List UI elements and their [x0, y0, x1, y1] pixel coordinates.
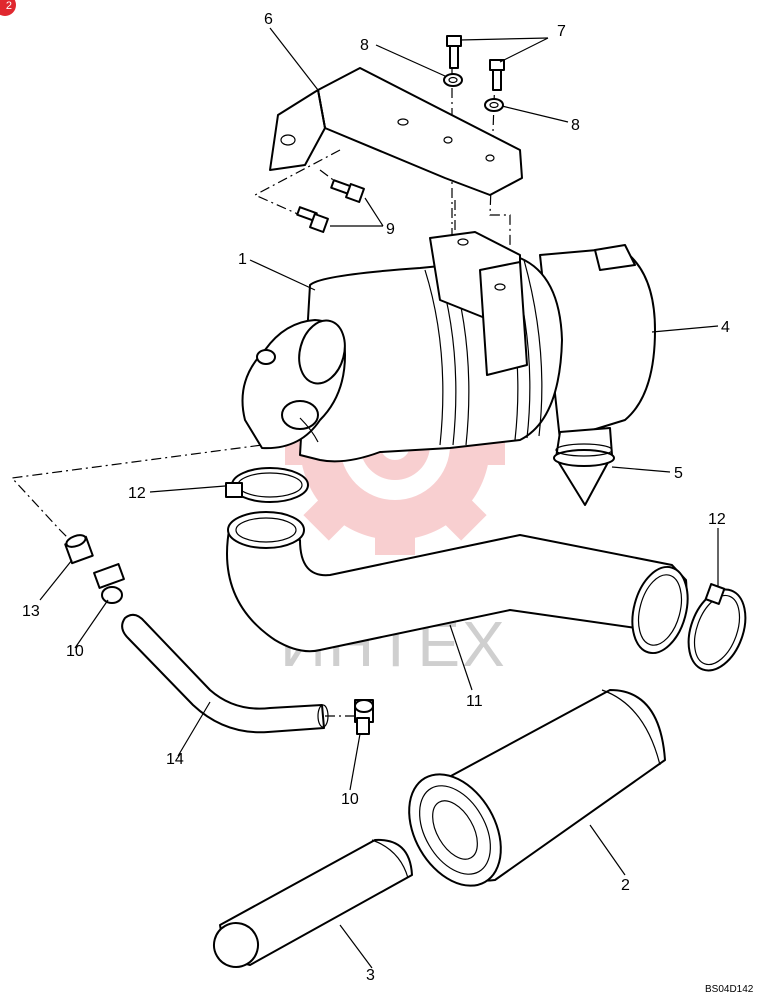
callout-6: 6	[264, 11, 273, 28]
hose-14	[121, 613, 329, 734]
clamp-10-lower	[354, 699, 374, 735]
callout-1: 1	[238, 251, 247, 268]
clamp-10-upper	[93, 563, 125, 604]
callout-11: 11	[466, 693, 483, 710]
screw-9-lower	[296, 206, 329, 233]
fitting-13	[64, 534, 94, 565]
inlet-hose	[226, 511, 689, 655]
drawing-code: BS04D142	[705, 984, 754, 995]
callout-2: 2	[621, 877, 630, 894]
callout-10-lower: 10	[341, 791, 359, 808]
air-cleaner-housing	[241, 231, 656, 463]
callout-5: 5	[674, 465, 683, 482]
callout-12-left: 12	[128, 485, 146, 502]
callout-labels: 6 7 8 8 9 1 4 5 12 12 13 10 11 14 10 2 3	[22, 11, 730, 984]
callout-3: 3	[366, 967, 375, 984]
washer-8-right	[484, 98, 504, 112]
dust-valve	[553, 427, 615, 506]
secondary-filter-element	[213, 838, 413, 968]
bolt-7-left	[446, 35, 462, 69]
bolt-7-right	[489, 59, 505, 91]
callout-9: 9	[386, 221, 395, 238]
washer-8-left	[443, 73, 463, 87]
callout-8-lower: 8	[571, 117, 580, 134]
callout-4: 4	[721, 319, 730, 336]
callout-14: 14	[166, 751, 184, 768]
hose-clamp-12-right	[687, 583, 747, 672]
page-badge: 2	[0, 0, 16, 16]
leader-lines	[39, 27, 719, 969]
callout-8-upper: 8	[360, 37, 369, 54]
callout-12-right: 12	[708, 511, 726, 528]
screw-9-upper	[330, 179, 365, 203]
callout-10-left: 10	[66, 643, 84, 660]
hose-clamp-12-upper	[225, 467, 309, 503]
primary-filter-element	[408, 689, 666, 887]
callout-7: 7	[557, 23, 566, 40]
callout-13: 13	[22, 603, 40, 620]
mounting-bracket	[269, 67, 523, 196]
